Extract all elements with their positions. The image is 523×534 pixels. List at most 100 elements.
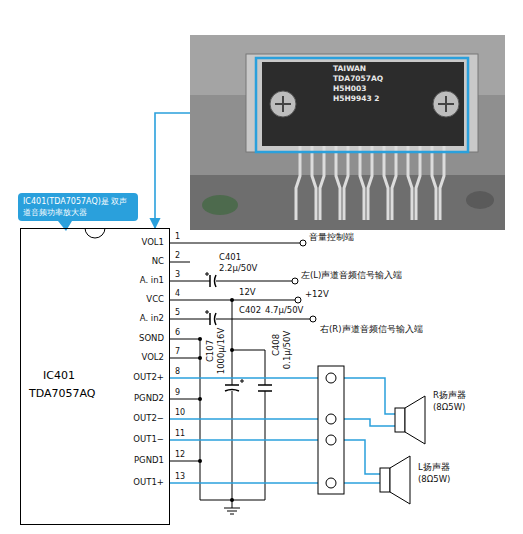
ic-name: IC401 (43, 369, 75, 383)
speaker-symbol (390, 456, 410, 504)
terminal-label: 左(L)声道音频信号输入端 (300, 270, 403, 280)
chip-photo (432, 146, 436, 220)
output-wires (336, 378, 395, 414)
pin-name: A. in1 (139, 275, 165, 285)
junction-dot (198, 337, 202, 341)
output-wires (170, 482, 326, 484)
chip-photo (256, 58, 468, 152)
pin-number: 9 (174, 388, 181, 398)
speaker-symbol (380, 468, 390, 492)
ic-notch (85, 228, 105, 238)
connector-block (326, 373, 336, 488)
chip-photo (190, 35, 505, 230)
capacitor-symbol (258, 390, 272, 392)
terminal (300, 240, 306, 246)
pin-name: A. in2 (139, 313, 165, 323)
terminal (292, 278, 298, 284)
pin-name: SOND (138, 333, 165, 343)
pin-wires (216, 281, 292, 282)
junction-dot (198, 397, 202, 401)
part-label: C107 (205, 339, 215, 363)
pin-name: PGND2 (133, 393, 165, 403)
chip-photo (320, 146, 324, 220)
connector-block (318, 366, 344, 494)
part-value: 1000μ/16V (216, 327, 226, 376)
chip-photo (440, 146, 444, 220)
chip-marking: H5H9943 2 (333, 94, 379, 104)
part-value: 0.1μ/50V (282, 330, 292, 370)
pin-number: 1 (174, 232, 181, 242)
ic-name: TDA7057AQ (29, 387, 96, 401)
output-wires (170, 377, 326, 379)
pin-wires (224, 500, 240, 514)
callout-text: IC401(TDA7057AQ)是 双声道音频功率放大器 (23, 196, 133, 218)
pin-wires (216, 319, 310, 320)
speaker-label: R扬声器 (432, 390, 467, 400)
pin-number: 13 (174, 472, 186, 482)
chip-photo (270, 91, 296, 117)
pin-wires (170, 339, 200, 340)
pin-name: OUT2− (132, 413, 165, 423)
chip-photo (275, 96, 291, 112)
terminal-label: 音量控制端 (308, 232, 355, 242)
chip-photo (296, 146, 444, 220)
chip-photo (408, 146, 412, 220)
speaker-symbol (380, 396, 425, 504)
capacitor-symbol (215, 275, 217, 287)
pin-wires (170, 399, 200, 400)
junction-dot (230, 348, 234, 352)
chip-photo (190, 175, 505, 230)
part-label: C402 (238, 305, 262, 315)
pointer-line (155, 113, 190, 228)
pin-name: NC (151, 256, 165, 266)
pin-number: 11 (174, 429, 186, 439)
voltage-label: +12V (304, 289, 330, 299)
pin-name: OUT1− (132, 434, 165, 444)
chip-photo (466, 191, 494, 209)
chip-photo (312, 146, 316, 220)
chip-marking: TAIWAN (333, 64, 366, 74)
output-wires (170, 378, 395, 483)
capacitor-symbol (205, 272, 209, 276)
pin-number: 12 (174, 450, 186, 460)
pin-wires (170, 319, 210, 320)
pin-number: 4 (174, 289, 181, 299)
junction-dot (198, 459, 202, 463)
pin-number: 5 (174, 308, 181, 318)
bubble-tail (58, 221, 72, 231)
chip-photo (262, 62, 464, 146)
connector-block (326, 435, 336, 445)
pin-number: 2 (174, 251, 181, 261)
speaker-label: L扬声器 (417, 462, 451, 472)
pin-wires (170, 281, 210, 282)
chip-photo (344, 146, 348, 220)
connector-block (326, 414, 336, 424)
speaker-rating: (8Ω5W) (417, 474, 451, 484)
chip-photo (296, 146, 300, 220)
chip-photo (384, 146, 388, 220)
pin-wires (170, 262, 190, 263)
part-label: C408 (271, 333, 281, 357)
part-label: C401 (218, 252, 242, 262)
pin-number: 10 (174, 408, 186, 418)
chip-photo (336, 146, 340, 220)
capacitor-symbol (205, 310, 209, 314)
pin-name: OUT1+ (132, 477, 165, 487)
pin-name: VOL2 (141, 352, 166, 362)
pin-name: VCC (145, 294, 165, 304)
part-value: 4.7μ/50V (264, 305, 304, 315)
pin-name: VOL1 (141, 237, 166, 247)
chip-marking: H5H003 (333, 84, 366, 94)
pin-wires (232, 300, 233, 385)
chip-photo (190, 35, 505, 230)
connector-block (326, 478, 336, 488)
chip-photo (368, 146, 372, 220)
chip-photo (438, 96, 454, 112)
voltage-label: 12V (238, 287, 257, 297)
junction-dot (198, 298, 234, 502)
pin-number: 3 (174, 270, 181, 280)
